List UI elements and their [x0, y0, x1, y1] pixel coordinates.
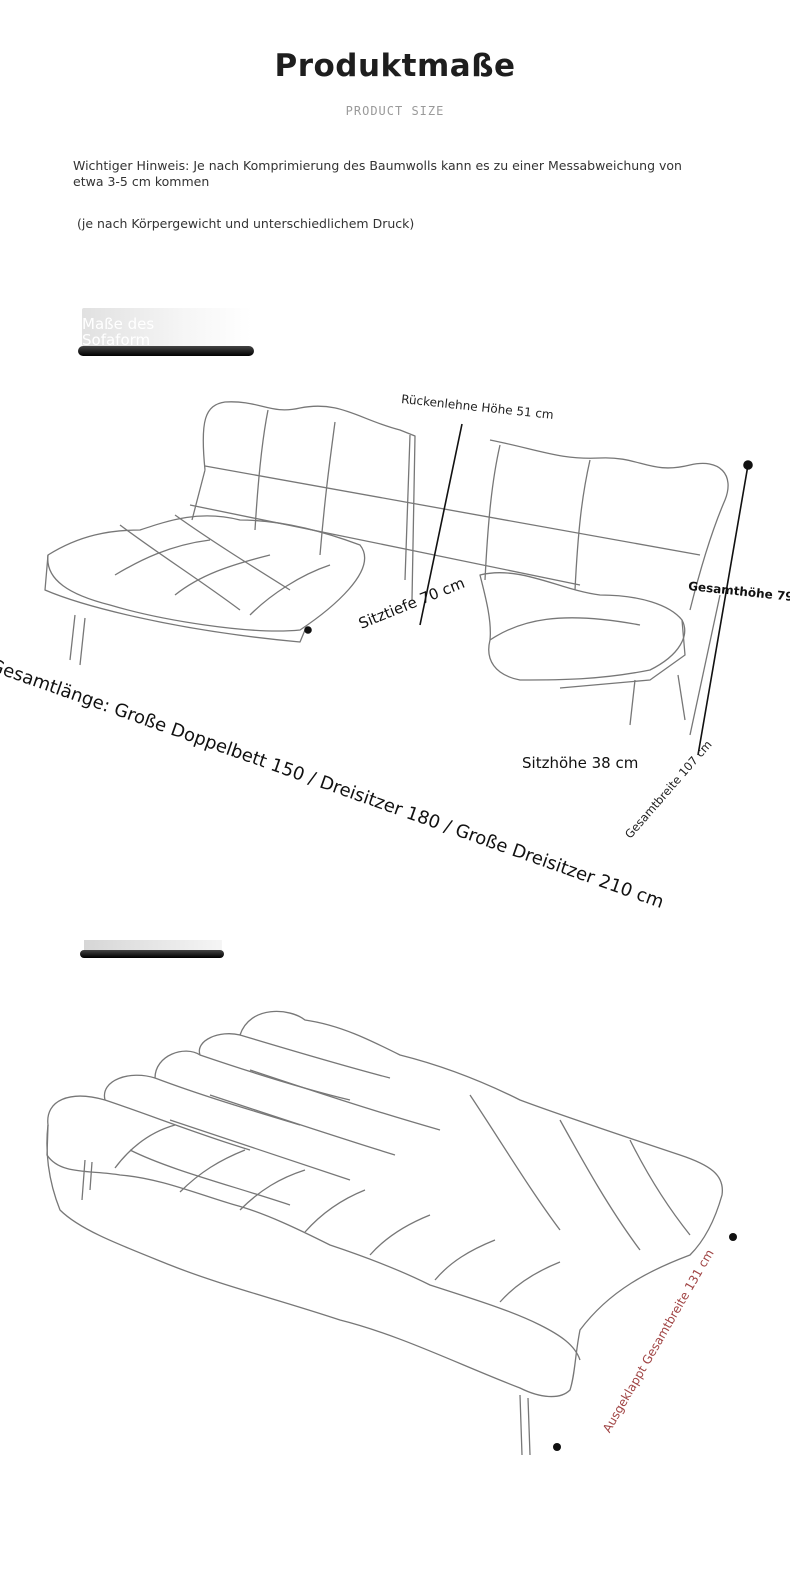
section-tab-bed: [80, 938, 226, 960]
seat-height-label: Sitzhöhe 38 cm: [522, 754, 639, 772]
section-tab-label: Maße des Sofaform: [82, 316, 155, 349]
section-tab-sofa: [78, 308, 256, 356]
measurement-hint: Wichtiger Hinweis: Je nach Komprimierung…: [73, 158, 682, 189]
sofa-illustration: [44, 401, 753, 756]
pressure-note: (je nach Körpergewicht und unterschiedli…: [77, 216, 415, 231]
page-title: Produktmaße: [274, 48, 516, 84]
page-subtitle: PRODUCT SIZE: [345, 104, 445, 118]
bed-illustration: [46, 1010, 737, 1456]
